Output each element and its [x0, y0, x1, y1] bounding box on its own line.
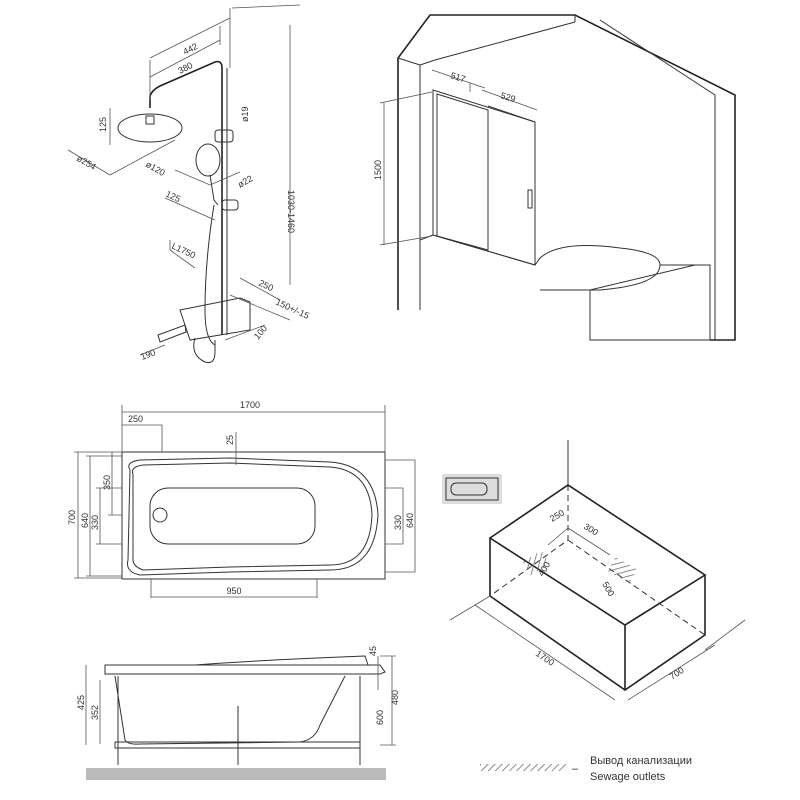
dim-inlet-spacing: 150+/-15: [274, 297, 311, 321]
dim-hose-length: L1750: [170, 241, 197, 261]
bath-side-view: 425 352 45 600 480: [76, 646, 400, 780]
dim-pipe-diameter: ø19: [240, 106, 250, 122]
shower-set-drawing: 442 380 125 ø19 ø254 ø120 ø22 125 L1750 …: [67, 4, 311, 363]
dim-spout-length: 190: [139, 347, 157, 362]
shower-arm-and-riser: [149, 60, 223, 335]
dim-inner-width-right: 640: [405, 513, 415, 528]
floor: [86, 768, 386, 780]
dim-depth: 352: [90, 705, 100, 720]
legend-hatch-swatch: [480, 764, 566, 771]
dim-outlet-spacing: 300: [582, 521, 600, 537]
dim-height-range: 1030-1460: [286, 190, 296, 233]
dim-head-height: 125: [98, 117, 108, 132]
dim-height-total: 600: [375, 710, 385, 725]
dim-outer-width: 700: [67, 510, 77, 525]
hand-shower-head: [195, 143, 221, 177]
dim-glass-panel-right: 529: [499, 90, 516, 104]
dim-head-diameter: ø254: [75, 153, 98, 172]
installation-view: 250 300 400 500 1700 700: [442, 440, 746, 701]
bath-inner-outline: [127, 457, 379, 576]
dim-bottom-width-right: 330: [393, 515, 403, 530]
sewage-outlet-right: [607, 557, 638, 584]
legend: – Вывод канализации Sewage outlets: [480, 755, 692, 783]
glass-panel-left: [436, 93, 489, 251]
dim-reach-total: 442: [181, 41, 199, 57]
dim-holder-diameter: ø22: [236, 173, 254, 189]
dim-bottom-length: 950: [226, 586, 241, 596]
dim-height-left: 425: [76, 695, 86, 710]
drain-hole: [152, 507, 168, 523]
dim-glass-height: 1500: [373, 160, 383, 180]
thermostat-shelf: [179, 297, 251, 341]
sewage-outlet-left: [522, 550, 550, 576]
legend-label-ru: Вывод канализации: [590, 755, 692, 767]
glass-handle: [527, 189, 533, 209]
bath-thumbnail-icon: [442, 474, 502, 504]
dim-shelf-depth: 250: [257, 278, 275, 293]
dim-outlet-offset: 250: [548, 508, 566, 524]
dim-rim: 25: [225, 435, 235, 445]
bath-bottom-outline: [149, 487, 316, 545]
dim-mixer-offset: 100: [252, 323, 269, 341]
dim-rim-slope: 45: [368, 646, 378, 656]
legend-dash: –: [572, 763, 579, 775]
dim-drain-from-side: 350: [102, 475, 112, 490]
dim-height-right: 480: [390, 690, 400, 705]
rain-shower-head: [117, 113, 183, 143]
dim-iso-width: 700: [668, 665, 686, 682]
legend-label-en: Sewage outlets: [590, 771, 666, 783]
iso-box-top: [488, 484, 707, 626]
dim-bath-length: 1700: [240, 400, 260, 410]
dim-holder-offset: 125: [164, 189, 182, 204]
dim-glass-panel-left: 517: [449, 70, 466, 84]
dim-outlet-right-size: 500: [600, 580, 616, 598]
dim-iso-length: 1700: [534, 648, 556, 667]
wall-outline: [397, 14, 736, 341]
dim-bottom-width-left: 330: [90, 515, 100, 530]
dim-reach-arm: 380: [176, 60, 194, 76]
dim-hand-shower-diameter: ø120: [144, 159, 167, 178]
glass-screen-drawing: 517 529 1500: [373, 14, 736, 341]
dim-drain-offset: 250: [128, 414, 143, 424]
spout: [157, 324, 187, 343]
dim-inner-width-left: 640: [80, 513, 90, 528]
bath-top-view: 1700 250 25 700 640 330 350 330 640 950: [67, 400, 416, 598]
